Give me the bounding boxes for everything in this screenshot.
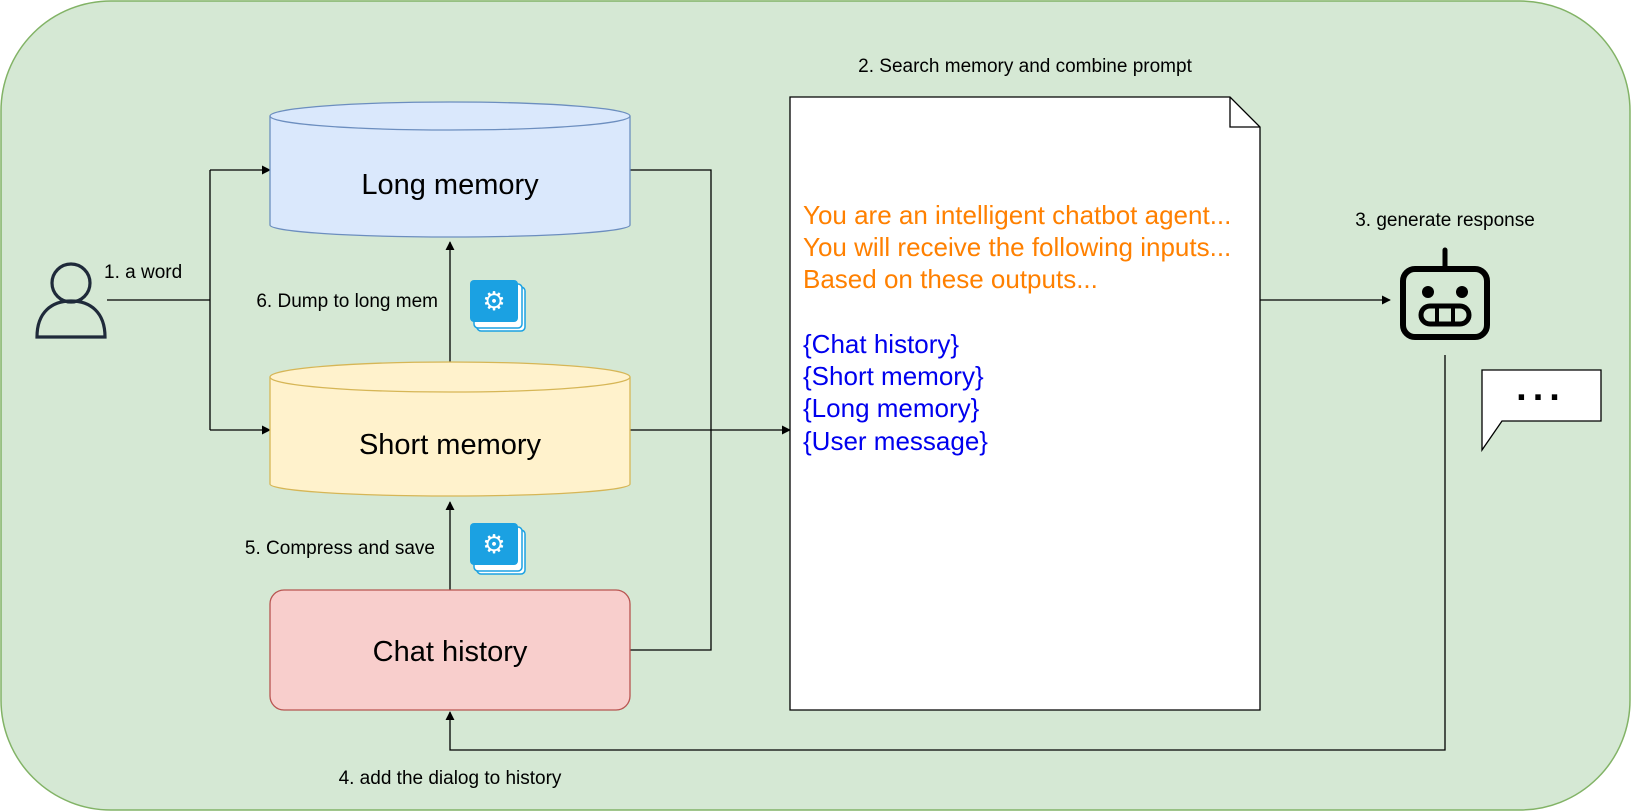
- prompt-placeholder-chat-history: {Chat history}: [803, 329, 959, 359]
- step-2-label: 2. Search memory and combine prompt: [858, 56, 1192, 77]
- prompt-instruction-1: You are an intelligent chatbot agent...: [803, 200, 1231, 230]
- step-3-label: 3. generate response: [1355, 210, 1535, 231]
- connectors: [107, 165, 1446, 751]
- speech-bubble-icon: ...: [1481, 367, 1602, 453]
- chat-history-box: Chat history: [269, 589, 631, 711]
- speech-bubble-text: ...: [1516, 367, 1566, 409]
- chat-history-label: Chat history: [373, 636, 528, 668]
- svg-text:⚙: ⚙: [482, 287, 505, 317]
- connector-long-to-bus: [630, 169, 712, 430]
- gear-stack-icon-compress: ⚙: [470, 523, 526, 575]
- long-memory-label: Long memory: [361, 169, 539, 201]
- connector-chat-to-bus: [630, 430, 712, 651]
- arrow-robot-to-chat-history: [445, 355, 1446, 751]
- user-icon: [35, 262, 107, 339]
- short-memory-cylinder: Short memory: [269, 361, 631, 497]
- prompt-placeholder-short-memory: {Short memory}: [803, 361, 984, 391]
- gear-stack-icon-dump: ⚙: [470, 280, 526, 332]
- svg-text:⚙: ⚙: [482, 530, 505, 560]
- short-memory-label: Short memory: [359, 429, 542, 461]
- prompt-placeholder-long-memory: {Long memory}: [803, 393, 980, 423]
- step-5-label: 5. Compress and save: [245, 538, 435, 559]
- prompt-document: You are an intelligent chatbot agent... …: [789, 96, 1261, 711]
- step-4-label: 4. add the dialog to history: [339, 768, 562, 789]
- step-6-label: 6. Dump to long mem: [256, 291, 438, 312]
- robot-icon: [1400, 247, 1490, 340]
- step-1-label: 1. a word: [104, 262, 182, 283]
- prompt-instruction-2: You will receive the following inputs...: [803, 232, 1231, 262]
- prompt-instruction-3: Based on these outputs...: [803, 264, 1098, 294]
- long-memory-cylinder: Long memory: [269, 101, 631, 238]
- prompt-placeholder-user-message: {User message}: [803, 426, 988, 456]
